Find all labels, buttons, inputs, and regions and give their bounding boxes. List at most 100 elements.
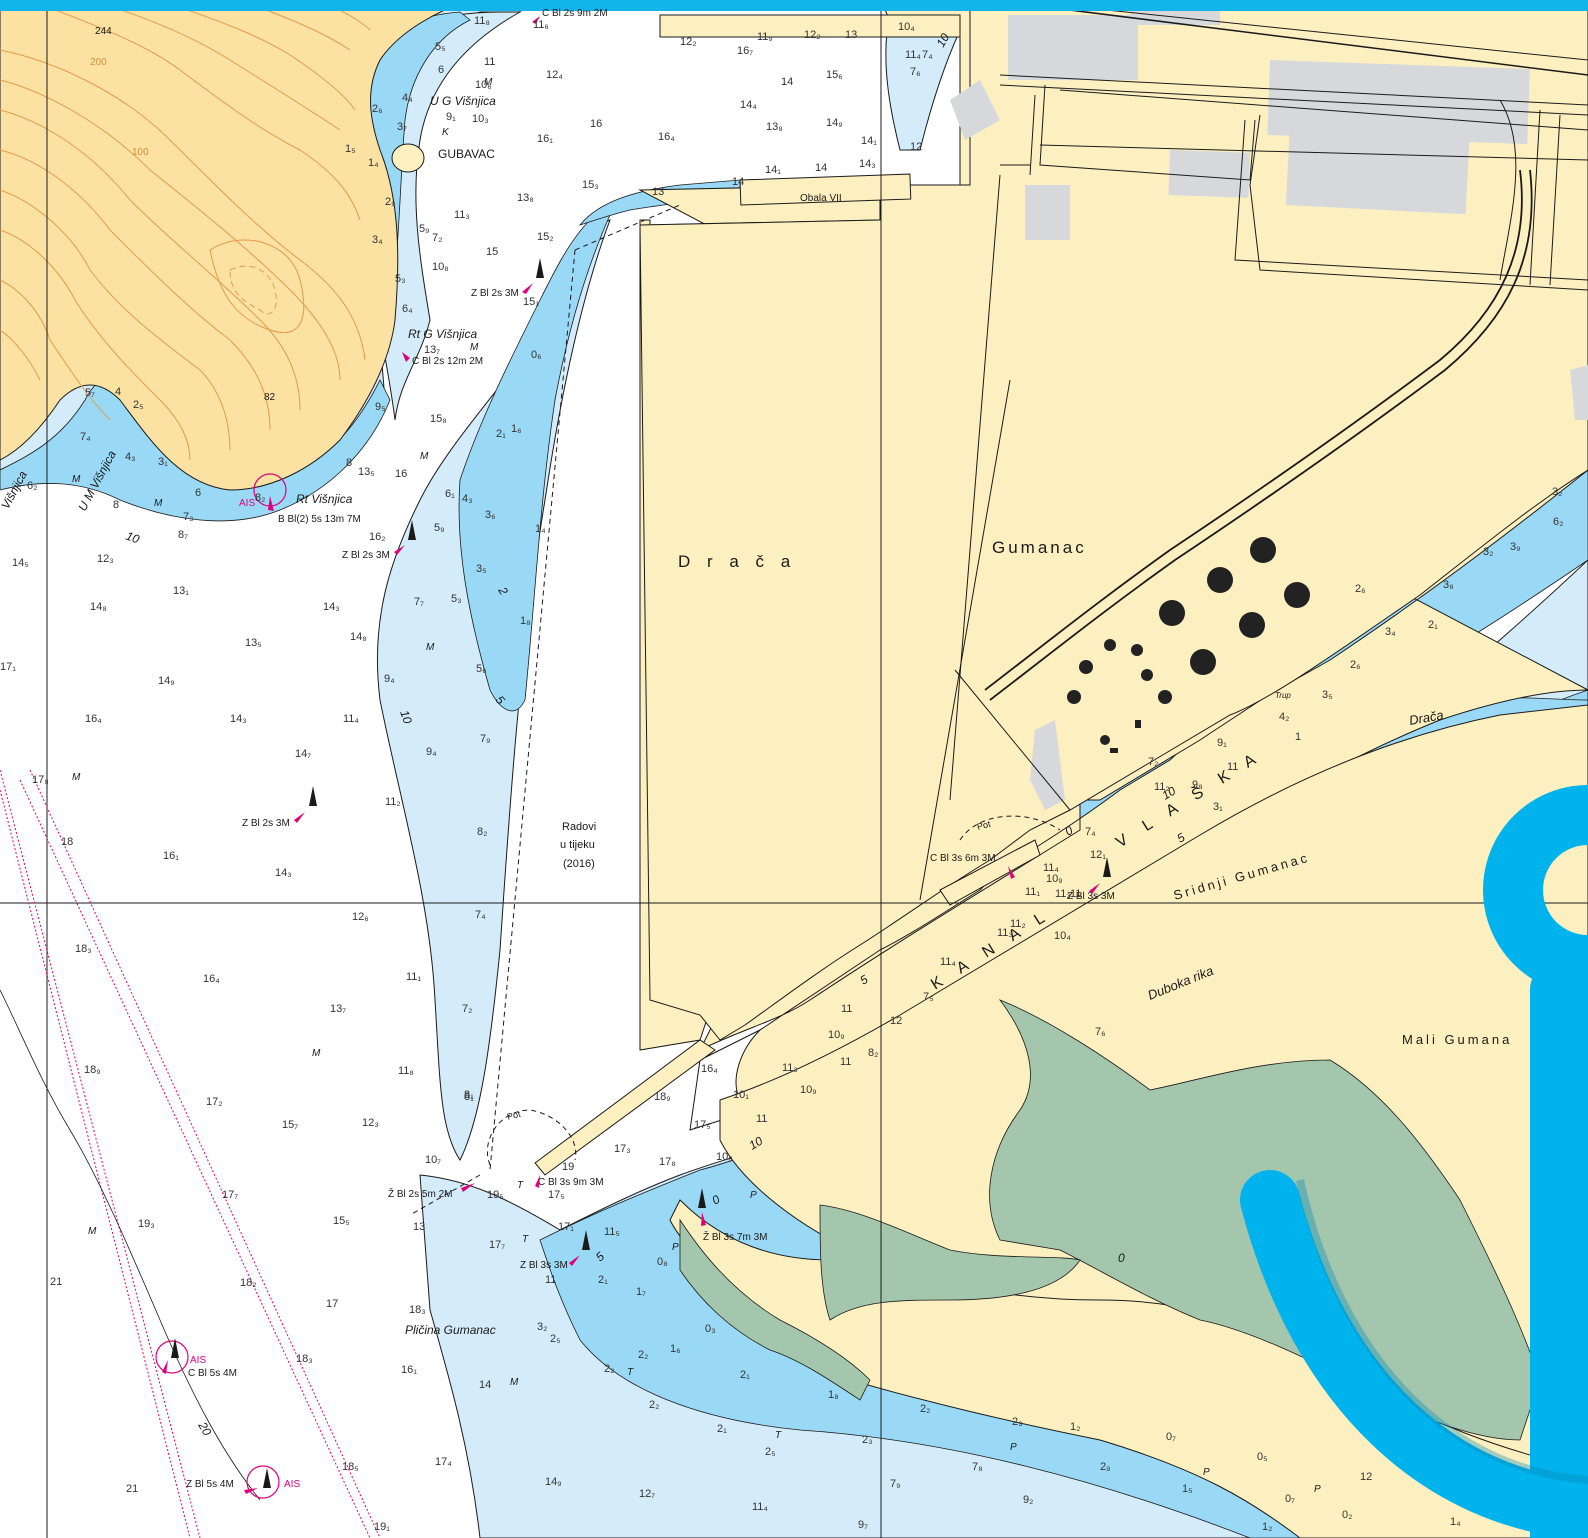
depth-sounding: 8: [113, 499, 119, 511]
depth-sounding: 6₄: [402, 303, 413, 315]
depth-sounding: 16₁: [401, 1364, 417, 1376]
depth-sounding: 16₄: [85, 713, 102, 725]
depth-sounding: 2₅: [765, 1446, 776, 1458]
depth-sounding: 10₇: [425, 1154, 441, 1166]
depth-sounding: 11₄: [752, 1501, 768, 1513]
depth-sounding: 16₄: [658, 131, 675, 143]
depth-sounding: 7₉: [890, 1478, 900, 1490]
depth-sounding: 11: [1227, 761, 1238, 773]
quality-p: P: [672, 1242, 679, 1253]
depth-sounding: 5₉: [434, 522, 444, 534]
depth-sounding: 14: [479, 1379, 491, 1391]
depth-sounding: 2₆: [372, 103, 383, 115]
quality-p: P: [1314, 1484, 1321, 1495]
depth-sounding: 1₇: [636, 1286, 646, 1298]
depth-sounding: 10₉: [1046, 873, 1063, 885]
depth-sounding: 2₁: [740, 1369, 750, 1381]
depth-sounding: 1₂: [1070, 1421, 1080, 1433]
depth-sounding: 12₄: [546, 69, 563, 81]
light-cbl-6m: C Bl 3s 6m 3M: [930, 853, 996, 864]
depth-sounding: 7₂: [432, 232, 442, 244]
buoy-icons: [162, 16, 1111, 1494]
depth-sounding: 17₈: [32, 774, 49, 786]
light-zbl-5m: Ž Bl 2s 5m 2M: [388, 1187, 452, 1200]
depth-sounding: 14₉: [158, 675, 175, 687]
depth-sounding: 8₁: [464, 1089, 474, 1101]
height-100: 100: [132, 147, 149, 158]
gubavac-islet: [391, 143, 425, 173]
depth-sounding: 3₂: [537, 1321, 547, 1333]
depth-sounding: 9₄: [426, 746, 437, 758]
quality-m: M: [88, 1226, 97, 1237]
depth-sounding: 9₈: [1192, 779, 1203, 791]
depth-sounding: 14₈: [90, 601, 107, 613]
depth-sounding: 11₄: [940, 956, 956, 968]
industrial-area: [950, 0, 1588, 810]
depth-sounding: 9₂: [1023, 1494, 1033, 1506]
light-labels: C Bl 2s 9m 2M Z Bl 2s 3M C Bl 2s 12m 2M …: [186, 8, 1115, 1490]
light-flare-icon: [522, 283, 533, 294]
depth-sounding: 13: [845, 29, 857, 41]
depth-sounding: 7₆: [910, 66, 921, 78]
light-zbl-5s: Z Bl 5s 4M: [186, 1479, 234, 1490]
depth-sounding: 1₈: [520, 615, 531, 627]
depth-sounding: 0₈: [657, 1256, 668, 1268]
depth-sounding: 16: [395, 468, 407, 480]
light-zbl-a: Z Bl 2s 3M: [471, 288, 519, 299]
depth-sounding: 10₉: [800, 1084, 817, 1096]
depth-sounding: 13: [652, 186, 664, 198]
hill-contours: [0, 0, 371, 461]
depth-sounding: 12: [910, 141, 922, 153]
buoy-icon: [698, 1188, 706, 1208]
light-flare-icon: [162, 1360, 168, 1374]
depth-sounding: 3₈: [1443, 579, 1454, 591]
depth-sounding: 3₇: [397, 121, 407, 133]
buoy-icon: [309, 786, 317, 806]
depth-sounding: 11₄: [343, 713, 359, 725]
depth-sounding: 15: [486, 246, 498, 258]
depth-sounding: 16₁: [537, 133, 553, 145]
depth-sounding: 10₄: [898, 21, 915, 33]
depth-sounding: 17₅: [694, 1119, 711, 1131]
storage-tanks: [1067, 537, 1310, 753]
depth-sounding: 2₃: [1012, 1416, 1023, 1428]
depth-sounding: 11₃: [782, 1062, 798, 1074]
quality-m: M: [72, 474, 81, 485]
ais-label-1: AIS: [239, 498, 255, 509]
depth-sounding: 18₃: [296, 1353, 313, 1365]
depth-sounding: 19₁: [374, 1521, 390, 1533]
quality-m: M: [510, 1377, 519, 1388]
buoy-icon: [408, 520, 416, 540]
depth-sounding: 3₅: [476, 563, 487, 575]
works-boundary: [409, 204, 1061, 1216]
depth-sounding: 15₃: [582, 179, 599, 191]
depth-sounding: 8₁: [464, 1091, 474, 1103]
depth-sounding: 7₂: [1148, 756, 1158, 768]
depth-sounding: 6: [438, 64, 444, 76]
depth-sounding: 7₉: [480, 733, 490, 745]
light-flare-icon: [394, 545, 405, 555]
depth-sounding: 8₇: [178, 529, 188, 541]
depth-sounding: 8: [346, 457, 352, 469]
depth-sounding: 19₃: [138, 1218, 155, 1230]
depth-sounding: 11: [1070, 888, 1081, 900]
depth-sounding: 2₉: [385, 196, 395, 208]
depth-sounding: 13₇: [330, 1003, 346, 1015]
depth-sounding: 8₂: [868, 1047, 878, 1059]
depth-sounding: 15₇: [282, 1119, 298, 1131]
light-flare-icon: [244, 1488, 258, 1494]
depth-sounding: 13₅: [358, 466, 375, 478]
buoy-icon: [536, 258, 544, 278]
depth-sounding: 1₅: [345, 143, 356, 155]
depth-sounding: 15₈: [430, 413, 447, 425]
depth-sounding: 2₁: [1428, 619, 1438, 631]
depth-sounding: 11: [756, 1113, 767, 1125]
label-gubavac: GUBAVAC: [438, 147, 495, 161]
light-cbl-5s: C Bl 5s 4M: [188, 1368, 237, 1379]
depth-sounding: 3₆: [485, 509, 496, 521]
depth-sounding: 3₄: [372, 234, 383, 246]
quality-t: T: [517, 1180, 524, 1191]
depth-sounding: 11₄: [1043, 862, 1059, 874]
depth-sounding: 11₈: [398, 1065, 414, 1077]
